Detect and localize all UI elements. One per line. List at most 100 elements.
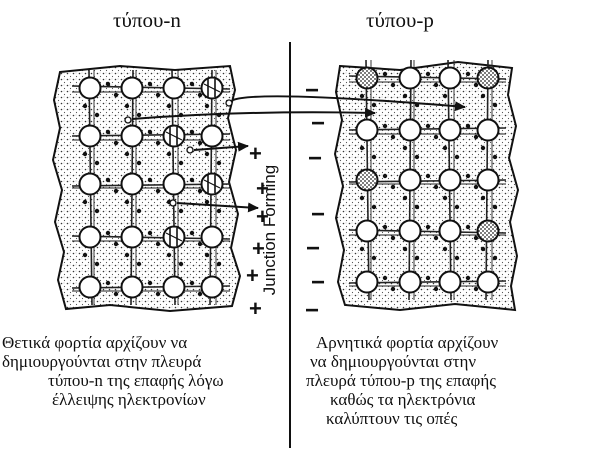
lattice-atom <box>162 225 186 249</box>
n-side-caption: Θετικά φορτία αρχίζουν να δημιουργούνται… <box>2 333 224 409</box>
bond-electron <box>425 123 431 129</box>
atom-circle <box>476 219 500 243</box>
bond-electron <box>94 208 100 214</box>
bond-electron <box>113 140 119 146</box>
atom-circle <box>120 225 144 249</box>
bond-electron <box>82 103 88 109</box>
bond-electron <box>82 252 88 258</box>
atom-circle <box>476 270 500 294</box>
bond-electron <box>204 103 210 109</box>
lattice-atom <box>120 76 144 100</box>
bond-electron <box>390 82 396 88</box>
bond-electron <box>204 151 210 157</box>
bond-electron <box>189 177 195 183</box>
bond-electron <box>197 92 203 98</box>
bond-electron <box>197 241 203 247</box>
bond-electron <box>390 184 396 190</box>
bond-electron <box>155 140 161 146</box>
bond-electron <box>136 261 142 267</box>
bond-electron <box>178 261 184 267</box>
atom-circle <box>398 270 422 294</box>
atom-circle <box>200 124 224 148</box>
caption-line: πλευρά τύπου-p της επαφής <box>306 371 496 390</box>
bond-electron <box>189 230 195 236</box>
bond-electron <box>113 188 119 194</box>
atom-circle <box>120 172 144 196</box>
minus-sign: − <box>308 145 322 172</box>
bond-electron <box>382 71 388 77</box>
bond-electron <box>82 199 88 205</box>
bond-electron <box>371 102 377 108</box>
bond-electron <box>155 291 161 297</box>
lattice-atom <box>476 270 500 294</box>
bond-electron <box>105 177 111 183</box>
atom-circle <box>120 275 144 299</box>
free-electrons <box>82 71 498 297</box>
bond-electron <box>473 286 479 292</box>
plus-sign: + <box>249 296 262 321</box>
caption-line: δημιουργούνται στην πλευρά <box>2 352 202 371</box>
atom-circle <box>162 76 186 100</box>
bond-electron <box>402 246 408 252</box>
bond-electron <box>465 224 471 230</box>
lattice-atom <box>200 275 224 299</box>
lattice-atom <box>398 270 422 294</box>
bond-electron <box>414 154 420 160</box>
bond-electron <box>442 145 448 151</box>
plus-sign: + <box>256 176 269 201</box>
atom-circle <box>78 124 102 148</box>
atom-circle <box>438 270 462 294</box>
lattice-atom <box>78 275 102 299</box>
special-atom <box>355 66 379 90</box>
lattice-atom <box>162 124 186 148</box>
atom-circle <box>355 66 379 90</box>
bond-electron <box>480 246 486 252</box>
minus-sign: − <box>306 235 320 262</box>
lattice-atom <box>78 76 102 100</box>
bond-electron <box>204 199 210 205</box>
minus-sign: − <box>311 110 325 137</box>
caption-line: Θετικά φορτία αρχίζουν να <box>2 333 188 352</box>
lattice-atom <box>200 172 224 196</box>
atom-circle <box>398 219 422 243</box>
special-atom <box>476 66 500 90</box>
special-atom <box>355 168 379 192</box>
lattice-atom <box>398 168 422 192</box>
bond-electron <box>124 103 130 109</box>
minus-sign: − <box>311 269 325 296</box>
bond-electron <box>382 173 388 179</box>
bond-electron <box>454 204 460 210</box>
atom-mark <box>203 179 221 189</box>
lattice-atom <box>398 219 422 243</box>
lattice-atom <box>120 225 144 249</box>
bond-electron <box>382 275 388 281</box>
plus-sign: + <box>256 204 269 229</box>
bond-electron <box>425 71 431 77</box>
bond-electron <box>454 255 460 261</box>
atom-circle <box>162 172 186 196</box>
bond-electron <box>465 275 471 281</box>
atom-circle <box>355 168 379 192</box>
minus-sign: − <box>305 77 319 104</box>
bond-electron <box>492 154 498 160</box>
bond-electron <box>166 252 172 258</box>
caption-line: καλύπτουν τις οπές <box>326 409 458 428</box>
bond-electron <box>189 280 195 286</box>
bond-electron <box>94 112 100 118</box>
bond-electron <box>105 129 111 135</box>
bond-electron <box>390 235 396 241</box>
atom-circle <box>438 66 462 90</box>
bond-electron <box>492 255 498 261</box>
atom-circle <box>162 275 186 299</box>
bond-electron <box>414 255 420 261</box>
bond-electron <box>136 160 142 166</box>
bond-electron <box>433 134 439 140</box>
lattice-atom <box>120 172 144 196</box>
caption-line: Αρνητικά φορτία αρχίζουν <box>316 333 499 352</box>
bond-electron <box>359 246 365 252</box>
bond-electron <box>371 154 377 160</box>
lattice-atom <box>200 76 224 100</box>
lattice-atom <box>355 118 379 142</box>
bond-electron <box>136 208 142 214</box>
